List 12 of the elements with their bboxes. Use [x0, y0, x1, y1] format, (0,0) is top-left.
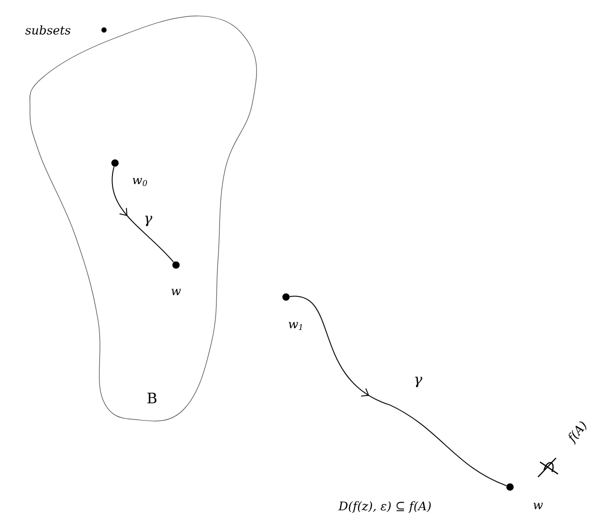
point-dot: [506, 483, 514, 491]
point-label: w: [534, 502, 543, 510]
point-label: w$_{1}$: [288, 322, 302, 330]
formula-text: D(f(z), ε) ⊆ f(A): [338, 501, 431, 513]
point-dot: [282, 293, 290, 301]
edge-label: γ: [142, 214, 154, 228]
subset-label: subsets: [25, 25, 70, 35]
point-label: w: [172, 288, 181, 296]
point-dot: [111, 159, 119, 167]
point-dot: [172, 261, 180, 269]
edge-label: γ: [412, 376, 424, 388]
point-label: w$_{0}$: [132, 178, 147, 186]
